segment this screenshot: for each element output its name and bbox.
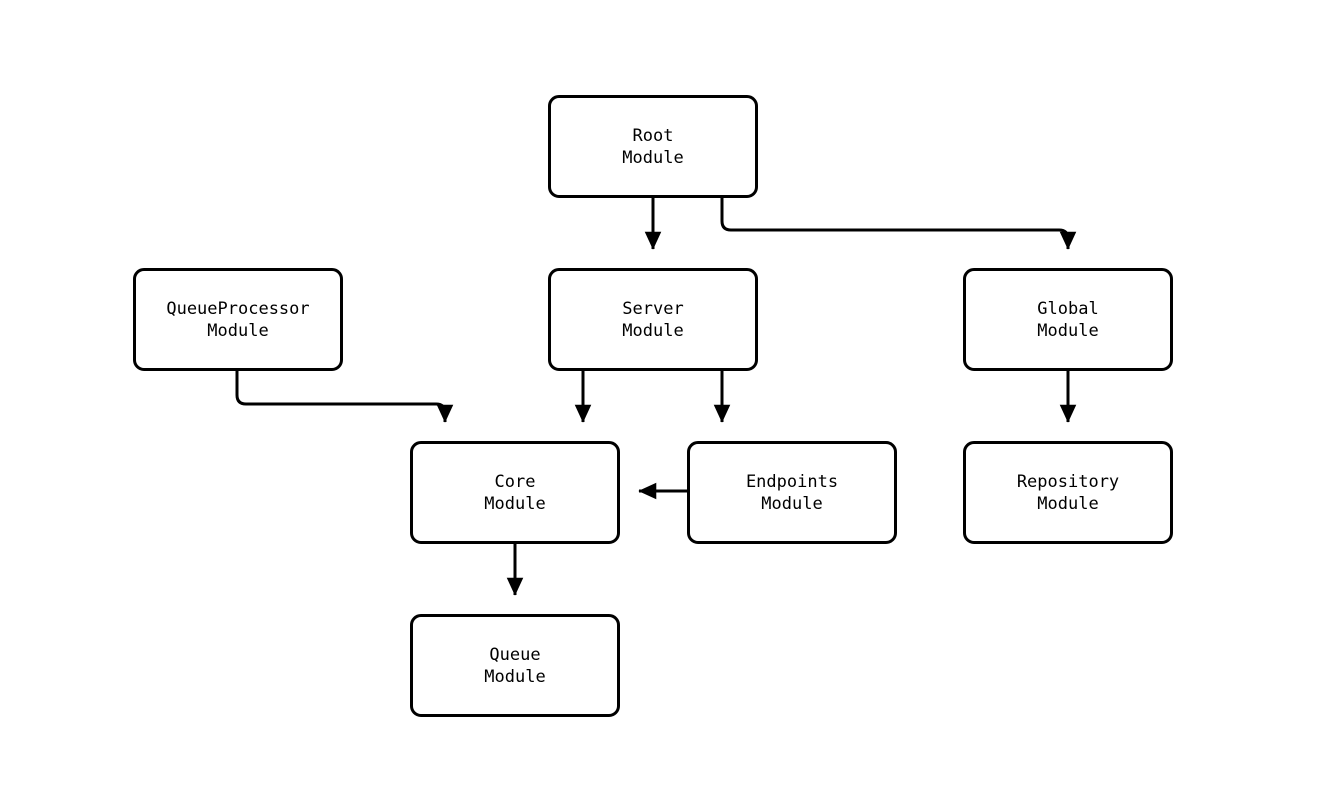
node-queue-module[interactable]: Queue Module — [410, 614, 620, 717]
node-root-module-suffix: Module — [622, 147, 684, 168]
node-queue-module-suffix: Module — [484, 666, 546, 687]
node-endpoints-module[interactable]: Endpoints Module — [687, 441, 897, 544]
node-root-module[interactable]: Root Module — [548, 95, 758, 198]
node-endpoints-module-name: Endpoints — [745, 471, 839, 492]
node-repository-module-suffix: Module — [1037, 493, 1099, 514]
node-queueprocessor-module-suffix: Module — [207, 320, 269, 341]
node-server-module-name: Server — [622, 298, 684, 319]
node-global-module-name: Global — [1037, 298, 1099, 319]
node-endpoints-module-suffix: Module — [761, 493, 823, 514]
node-queueprocessor-module[interactable]: QueueProcessor Module — [133, 268, 343, 371]
node-core-module-suffix: Module — [484, 493, 546, 514]
node-repository-module[interactable]: Repository Module — [963, 441, 1173, 544]
node-global-module[interactable]: Global Module — [963, 268, 1173, 371]
edge-queueprocessor-to-core — [235, 371, 454, 423]
node-server-module[interactable]: Server Module — [548, 268, 758, 371]
node-repository-module-name: Repository — [1016, 471, 1120, 492]
edge-root-to-global — [720, 198, 1077, 250]
node-root-module-name: Root — [632, 125, 674, 146]
node-core-module-name: Core — [494, 471, 536, 492]
node-server-module-suffix: Module — [622, 320, 684, 341]
node-queue-module-name: Queue — [489, 644, 541, 665]
node-core-module[interactable]: Core Module — [410, 441, 620, 544]
node-global-module-suffix: Module — [1037, 320, 1099, 341]
node-queueprocessor-module-name: QueueProcessor — [166, 298, 310, 319]
